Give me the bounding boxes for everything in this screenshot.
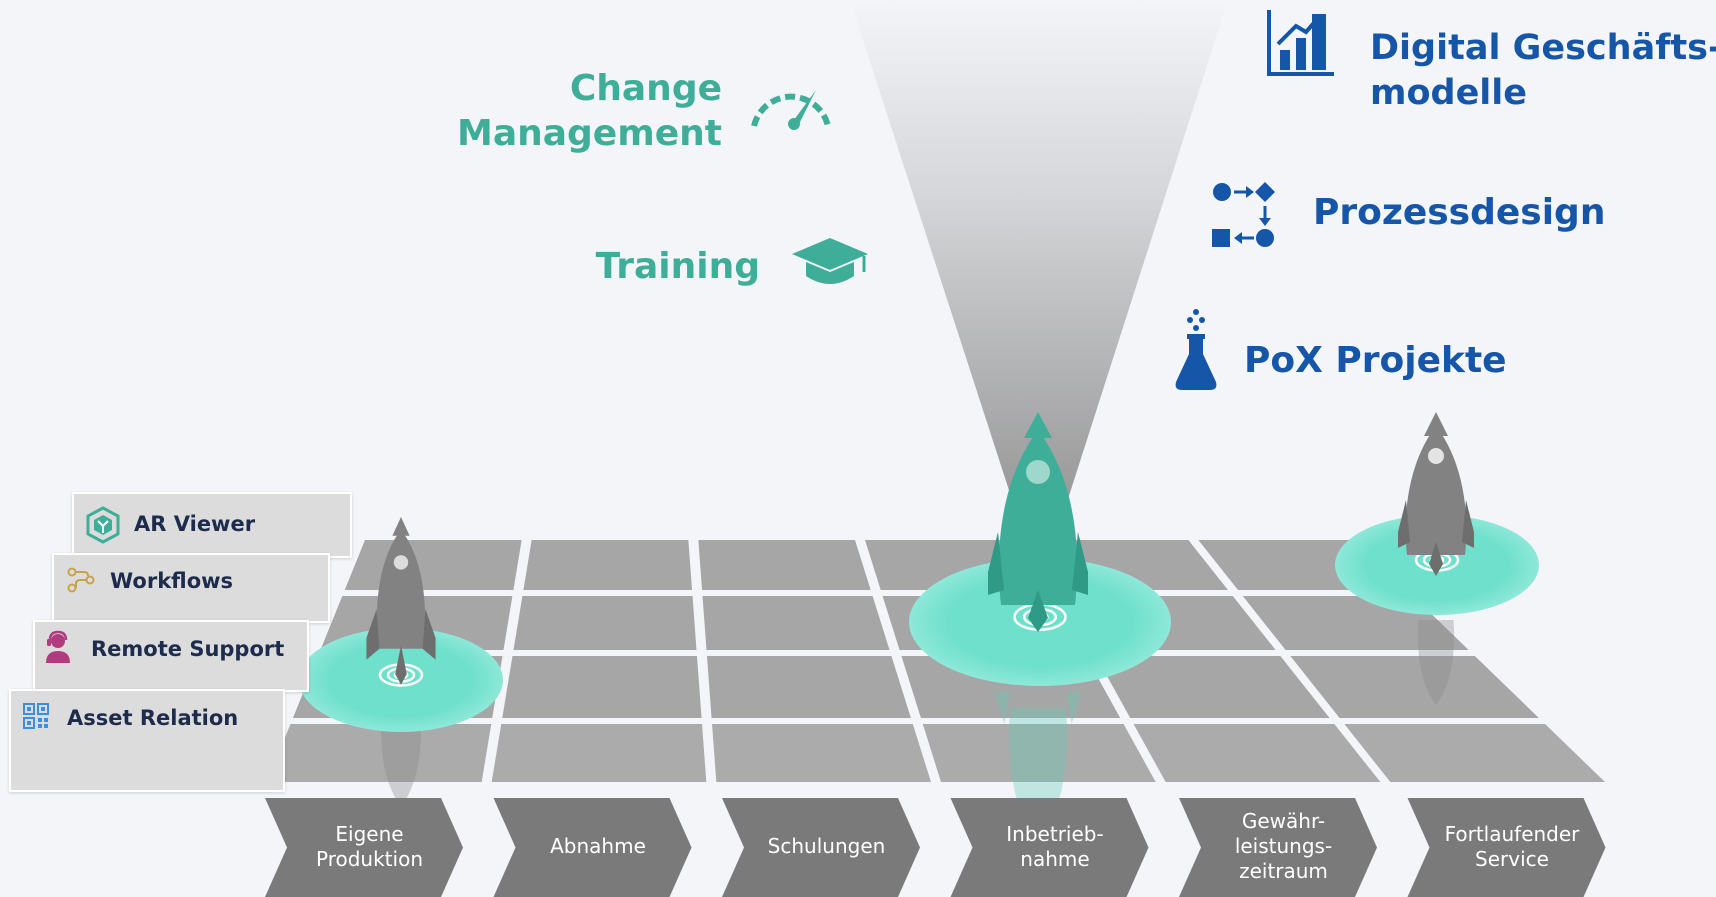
card-label-workflows: Workflows [110,569,234,593]
card-asset-relation[interactable]: Asset Relation [9,689,285,792]
phase-chevron-4 [950,798,1149,897]
phase-chevron-3 [722,798,920,897]
grid-tile [491,724,707,782]
grid-tile [1344,724,1605,782]
rocket-icon-4 [988,412,1088,632]
phase-chevron-2 [493,798,692,897]
change-management-line-1: Change [569,68,722,109]
asset-relation-icon [23,703,49,729]
grid-tile [344,540,522,590]
phase-label-3: Schulungen [744,798,909,895]
phase-label-line: zeitraum [1239,859,1328,883]
digital-models-label: Digital Geschäfts- modelle [1370,26,1716,116]
grid-tile [702,596,890,650]
grid-tile [523,540,693,590]
card-label-ar-viewer: AR Viewer [134,512,256,536]
ar-viewer-icon [86,506,120,544]
phase-label-line: Service [1475,846,1549,871]
card-ar-viewer[interactable]: AR Viewer [72,492,352,558]
phase-label-5: Gewähr-leistungs-zeitraum [1201,798,1366,895]
prozessdesign-label: Prozessdesign [1313,192,1606,233]
grid-tile [922,724,1156,782]
phase-label-line: Fortlaufender [1444,821,1580,846]
card-workflows[interactable]: Workflows [52,553,330,623]
bar-chart-growth-icon [1267,10,1334,76]
rocket-icon-1 [366,517,436,685]
process-flow-icon [1212,182,1275,247]
grid-tile [267,724,492,782]
workflows-icon [67,567,95,593]
grid-tile [712,724,931,782]
grid-tile [706,656,911,718]
card-remote-support[interactable]: Remote Support [33,620,309,692]
pox-projekte-label: PoX Projekte [1244,340,1507,381]
phase-chevron-5 [1179,798,1377,897]
grid-tile [502,656,702,718]
remote-support-icon [46,630,70,663]
phase-label-line: leistungs- [1234,834,1333,858]
change-management-label: Change Management [420,66,722,156]
phase-label-line: nahme [1020,846,1090,871]
gauge-icon [751,90,831,130]
grid-tile [513,596,697,650]
phase-chevrons [265,798,1606,897]
phase-label-line: Produktion [316,846,423,871]
graduation-cap-icon [792,238,868,284]
grid-tile [1133,724,1381,782]
phase-label-line: Inbetrieb- [1006,821,1104,846]
card-label-asset-relation: Asset Relation [67,706,239,730]
training-label: Training [595,246,760,287]
phase-label-4: Inbetrieb-nahme [973,798,1138,895]
grid-tile [1290,656,1539,718]
phase-label-line: Abnahme [550,834,646,858]
phase-chevron-1 [265,798,463,897]
phase-label-line: Gewähr- [1241,809,1326,833]
phase-chevron-6 [1407,798,1606,897]
change-management-line-2: Management [457,113,722,154]
spotlight-beam [850,0,1228,555]
rocket-reflection-1 [381,713,421,807]
flask-icon [1175,309,1217,390]
phase-label-line: Schulungen [767,834,886,858]
digital-models-line-2: modelle [1370,73,1528,113]
grid-tile [1095,656,1330,718]
rocket-icon-6 [1398,412,1474,576]
phase-label-line: Eigene [335,821,404,846]
digital-models-line-1: Digital Geschäfts- [1370,28,1716,68]
card-label-remote-support: Remote Support [91,637,285,661]
grid-tile [698,540,871,590]
rocket-reflection-6 [1417,620,1455,705]
phase-label-2: Abnahme [516,798,681,895]
